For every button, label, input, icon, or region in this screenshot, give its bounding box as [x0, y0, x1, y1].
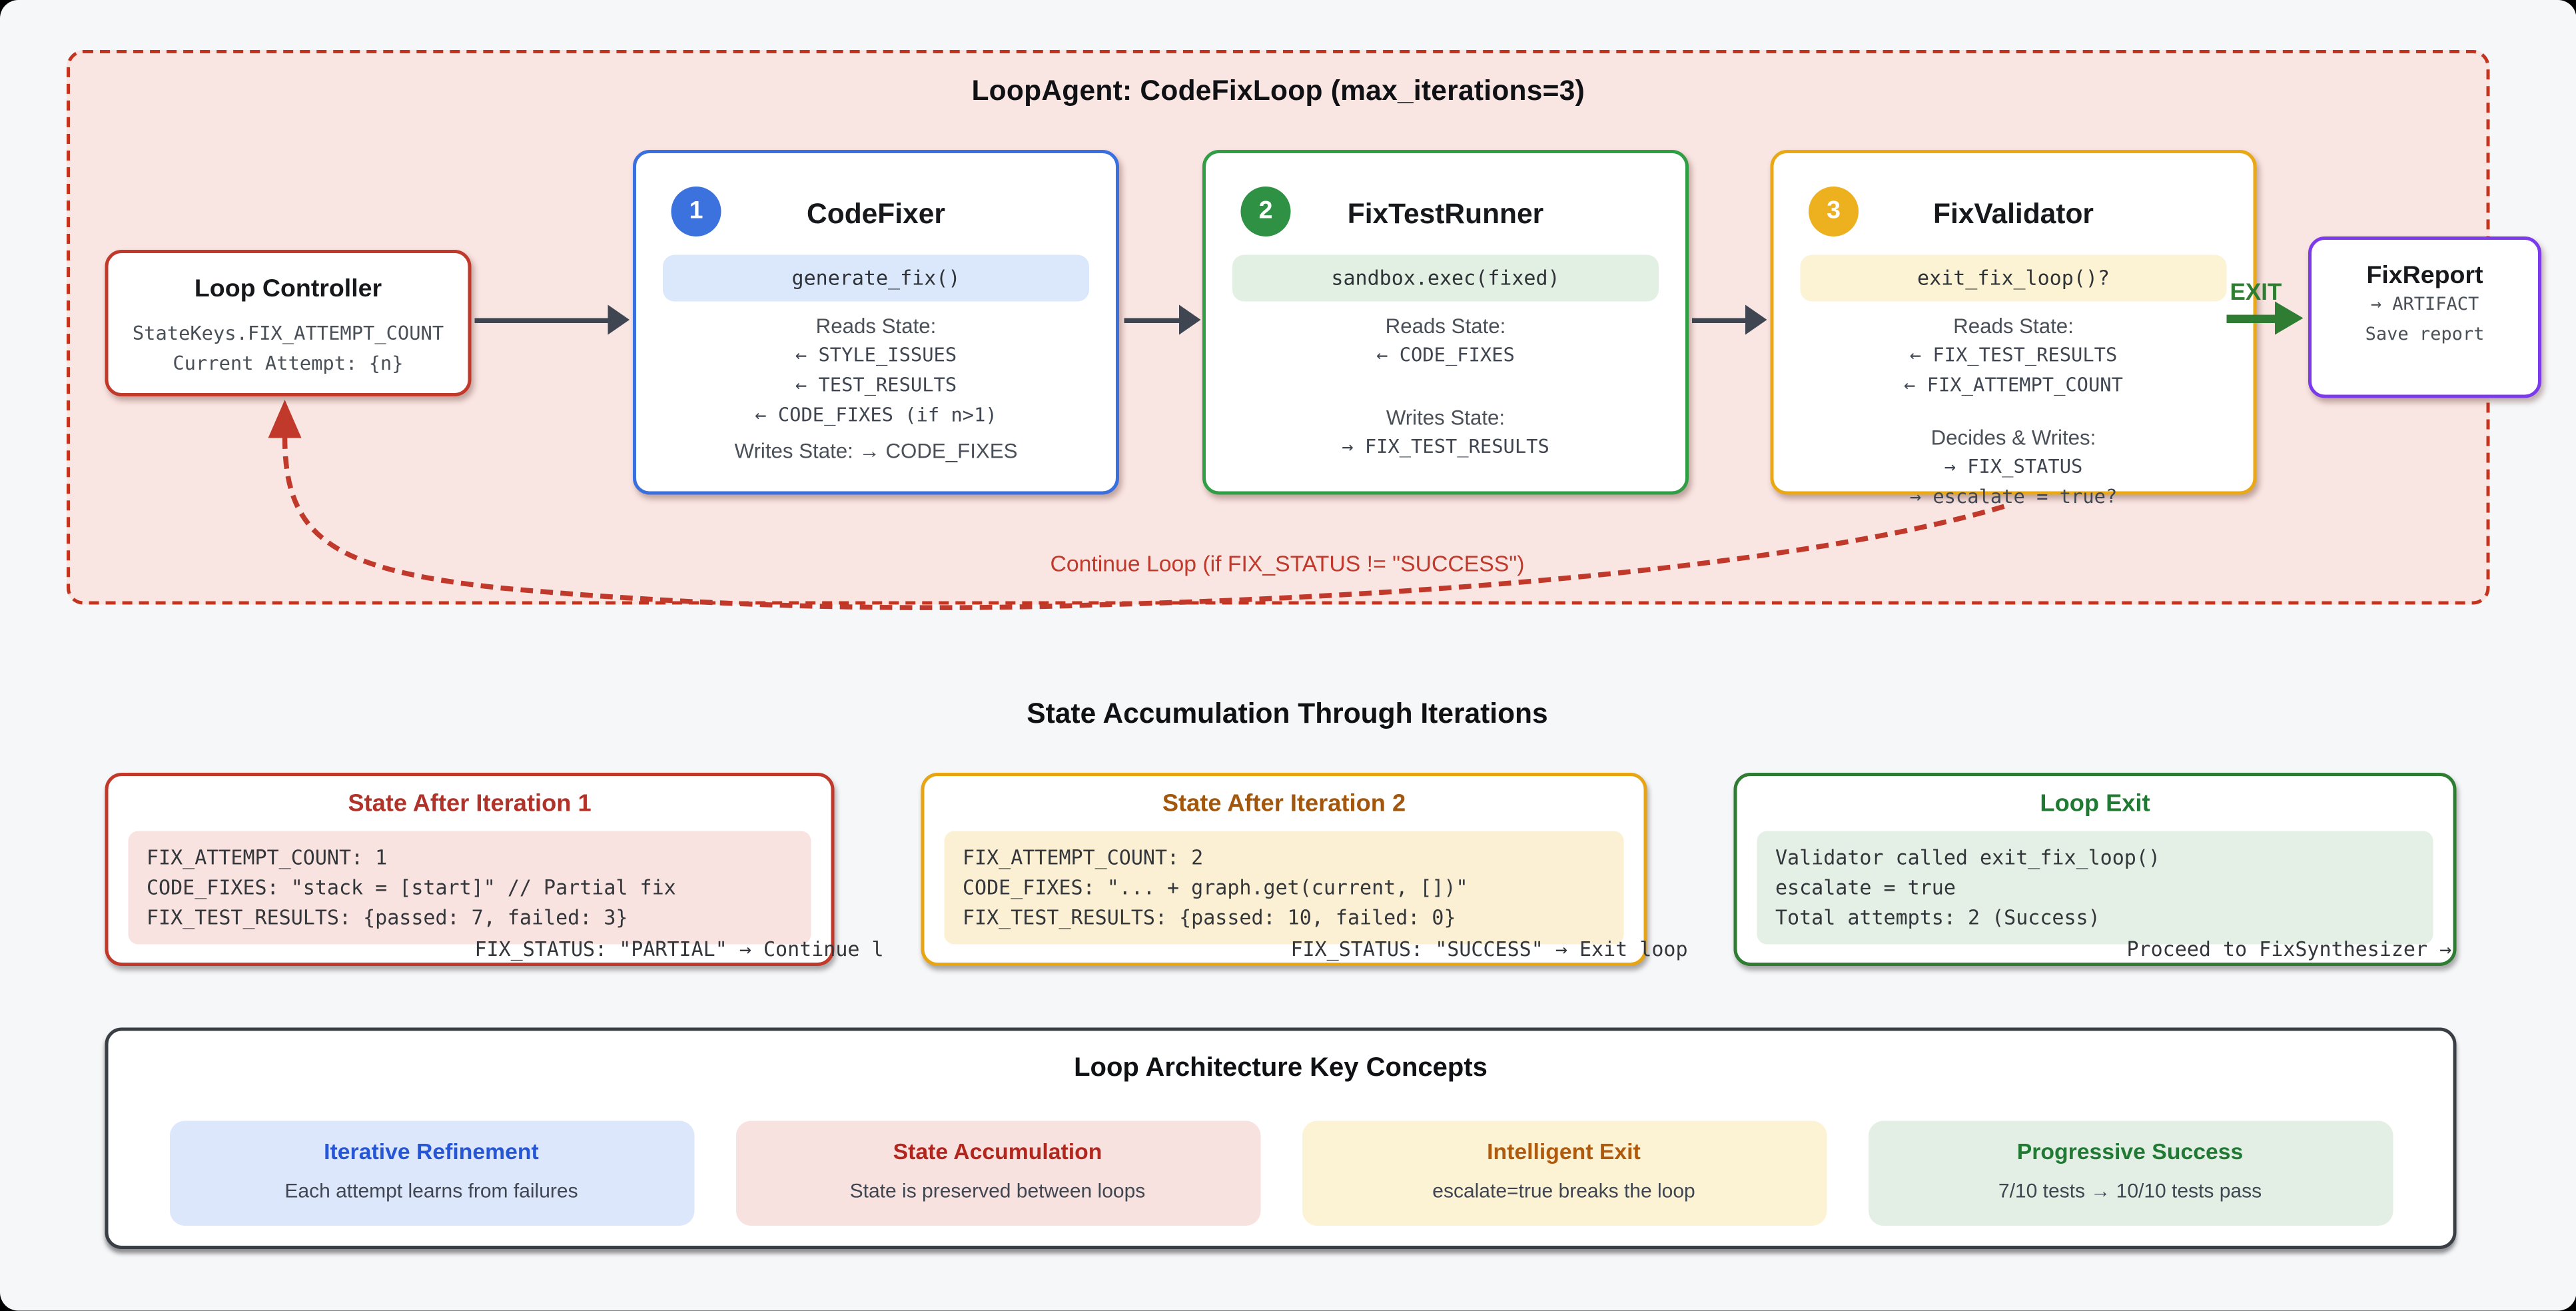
card-subtitle: State is preserved between loops [849, 1179, 1146, 1202]
card-subtitle: escalate=true breaks the loop [1432, 1179, 1695, 1202]
step-2-badge: 2 [1240, 187, 1291, 236]
fixtestrunner-write-item: → FIX_TEST_RESULTS [1342, 434, 1549, 458]
state-iteration-2-title: State After Iteration 2 [1162, 791, 1406, 818]
loop-controller-attempt: Current Attempt: {n} [173, 351, 404, 375]
card-iterative-refinement: Iterative Refinement Each attempt learns… [169, 1120, 694, 1226]
codefixer-read-item: ← TEST_RESULTS [795, 373, 957, 396]
exit-arrow-icon [2226, 302, 2304, 332]
state-iteration-2-status-line: FIX_STATUS: "SUCCESS" → Exit loop [1290, 937, 1688, 961]
step-1-badge: 1 [671, 187, 721, 236]
fixtestrunner-node: 2 FixTestRunner sandbox.exec(fixed) Read… [1202, 150, 1689, 495]
card-title: State Accumulation [893, 1139, 1102, 1164]
key-concepts-box: Loop Architecture Key Concepts Iterative… [105, 1027, 2457, 1249]
arrow-codefixer-to-testrunner [1124, 304, 1201, 335]
fixreport-artifact-line: → ARTIFACT [2370, 293, 2479, 315]
card-title: Iterative Refinement [324, 1139, 539, 1164]
loop-agent-title: LoopAgent: CodeFixLoop (max_iterations=3… [971, 75, 1585, 107]
card-title: Intelligent Exit [1487, 1139, 1641, 1164]
state-iteration-1-title: State After Iteration 1 [348, 791, 592, 818]
fixvalidator-escalate-item: → escalate = true? [1909, 484, 2118, 508]
arrow-testrunner-to-validator [1692, 304, 1767, 335]
loop-controller-title: Loop Controller [194, 274, 382, 304]
fixtestrunner-title: FixTestRunner [1347, 198, 1544, 230]
codefixer-writes-line: Writes State: → CODE_FIXES [734, 440, 1018, 463]
fixvalidator-node: 3 FixValidator exit_fix_loop()? Reads St… [1770, 150, 2257, 508]
codefixer-function-pill: generate_fix() [663, 254, 1089, 302]
state-iteration-1-code: FIX_ATTEMPT_COUNT: 1 CODE_FIXES: "stack … [128, 831, 811, 945]
step-3-badge: 3 [1809, 187, 1859, 236]
exit-label: EXIT [2230, 278, 2282, 305]
card-progressive-success: Progressive Success 7/10 tests → 10/10 t… [1867, 1120, 2393, 1226]
codefixer-read-item: ← STYLE_ISSUES [795, 343, 957, 366]
state-section-heading: State Accumulation Through Iterations [1027, 697, 1548, 730]
continue-loop-label: Continue Loop (if FIX_STATUS != "SUCCESS… [1050, 551, 1525, 577]
card-subtitle: 7/10 tests → 10/10 tests pass [1998, 1179, 2262, 1202]
arrow-controller-to-codefixer [474, 304, 630, 335]
codefixer-node: 1 CodeFixer generate_fix() Reads State: … [633, 150, 1119, 495]
fixvalidator-function-pill: exit_fix_loop()? [1800, 254, 2227, 302]
state-iteration-1-box: State After Iteration 1 FIX_ATTEMPT_COUN… [105, 773, 835, 966]
state-iteration-2-box: State After Iteration 2 FIX_ATTEMPT_COUN… [921, 773, 1647, 966]
loop-exit-box: Loop Exit Validator called exit_fix_loop… [1733, 773, 2457, 966]
key-concepts-cards: Iterative Refinement Each attempt learns… [109, 1120, 2453, 1226]
fixreport-node: FixReport → ARTIFACT Save report [2308, 236, 2541, 398]
fixvalidator-reads-label: Reads State: [1953, 314, 2074, 338]
loop-exit-code: Validator called exit_fix_loop() escalat… [1757, 831, 2433, 945]
fixvalidator-title: FixValidator [1933, 198, 2094, 230]
fixvalidator-decides-label: Decides & Writes: [1931, 426, 2096, 450]
card-intelligent-exit: Intelligent Exit escalate=true breaks th… [1301, 1120, 1827, 1226]
codefixer-reads-label: Reads State: [815, 314, 937, 338]
fixreport-title: FixReport [2366, 261, 2483, 290]
card-subtitle: Each attempt learns from failures [284, 1179, 578, 1202]
fixtestrunner-reads-label: Reads State: [1385, 314, 1506, 338]
loop-controller-statekey: StateKeys.FIX_ATTEMPT_COUNT [132, 321, 444, 345]
fixtestrunner-function-pill: sandbox.exec(fixed) [1232, 254, 1659, 302]
fixvalidator-read-item: ← FIX_TEST_RESULTS [1909, 343, 2118, 366]
codefixer-title: CodeFixer [807, 198, 945, 230]
state-iteration-2-code: FIX_ATTEMPT_COUNT: 2 CODE_FIXES: "... + … [944, 831, 1624, 945]
fixvalidator-read-item: ← FIX_ATTEMPT_COUNT [1904, 373, 2123, 396]
key-concepts-title: Loop Architecture Key Concepts [1074, 1054, 1488, 1083]
loop-controller-node: Loop Controller StateKeys.FIX_ATTEMPT_CO… [105, 250, 472, 396]
fixreport-save-line: Save report [2365, 322, 2485, 344]
card-state-accumulation: State Accumulation State is preserved be… [735, 1120, 1260, 1226]
loop-exit-proceed-line: Proceed to FixSynthesizer → [2126, 937, 2452, 961]
codefixer-read-item: ← CODE_FIXES (if n>1) [755, 403, 997, 426]
fixtestrunner-writes-label: Writes State: [1386, 406, 1505, 430]
fixtestrunner-read-item: ← CODE_FIXES [1376, 343, 1515, 366]
loop-exit-title: Loop Exit [2040, 791, 2150, 818]
card-title: Progressive Success [2016, 1139, 2244, 1164]
state-iteration-1-status-line: FIX_STATUS: "PARTIAL" → Continue loop [474, 937, 885, 961]
fixvalidator-write-item: → FIX_STATUS [1944, 454, 2083, 478]
